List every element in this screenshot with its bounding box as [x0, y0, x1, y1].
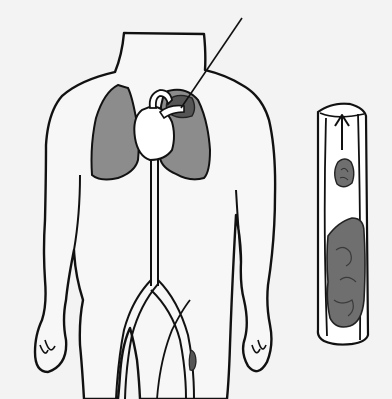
vein-detail	[318, 104, 368, 345]
detached-embolus	[335, 159, 354, 187]
vein-thrombus	[327, 218, 365, 327]
